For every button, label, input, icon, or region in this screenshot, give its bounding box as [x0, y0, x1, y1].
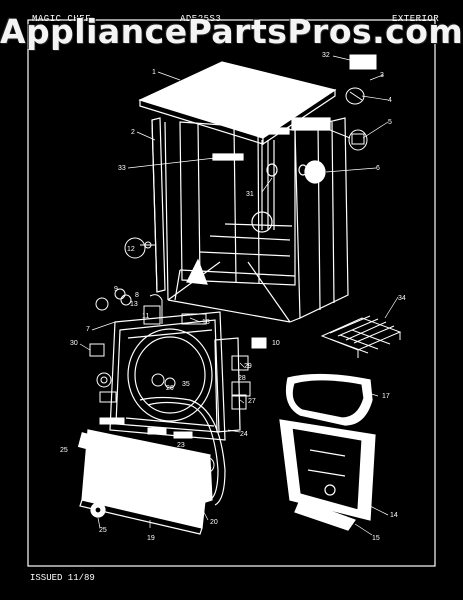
callout-5: 5 — [388, 119, 392, 126]
callout-19: 19 — [147, 535, 155, 542]
part-6-grommet — [266, 160, 326, 184]
loading-door — [77, 429, 213, 535]
callout-22: 22 — [151, 428, 159, 435]
callout-17: 17 — [382, 393, 390, 400]
callout-26: 26 — [166, 385, 174, 392]
callout-21: 21 — [204, 463, 212, 470]
callout-30: 30 — [70, 340, 78, 347]
callout-4: 4 — [388, 97, 392, 104]
callout-28: 28 — [238, 375, 246, 382]
leader-lines — [79, 55, 399, 536]
callout-23: 23 — [177, 442, 185, 449]
callout-1: 1 — [152, 69, 156, 76]
callout-14: 14 — [390, 512, 398, 519]
callout-18: 18 — [202, 319, 210, 326]
front-panel-hardware — [151, 337, 267, 410]
callout-31: 31 — [246, 191, 254, 198]
callout-11: 11 — [142, 313, 149, 320]
callout-27: 27 — [248, 398, 256, 405]
toe-panel — [279, 419, 376, 531]
callout-9: 9 — [114, 286, 118, 293]
drum-rack — [320, 315, 402, 358]
callout-12: 12 — [127, 246, 135, 253]
callout-20: 20 — [210, 519, 218, 526]
callout-8: 8 — [135, 292, 139, 299]
header-brand: MAGIC CHEF — [32, 14, 92, 24]
callout-2: 2 — [131, 129, 135, 136]
cabinet-body — [151, 117, 349, 323]
watermark-text: AppliancePartsPros.com — [0, 12, 463, 51]
callout-6: 6 — [376, 165, 380, 172]
callout-32: 32 — [322, 52, 330, 59]
callout-34: 34 — [398, 295, 406, 302]
callout-3: 3 — [380, 72, 384, 79]
part-12-hardware — [124, 237, 156, 259]
callout-29: 29 — [244, 363, 252, 370]
bulkhead-ring — [139, 396, 226, 506]
callout-25-top: 25 — [60, 447, 68, 454]
callout-24: 24 — [240, 431, 248, 438]
front-panel-assembly — [109, 311, 241, 441]
door-hinge-parts — [99, 417, 215, 474]
header-section: EXTERIOR — [392, 14, 440, 24]
lint-filter — [285, 373, 373, 426]
callout-13: 13 — [130, 301, 138, 308]
small-parts-upper-right — [309, 54, 377, 151]
callout-33: 33 — [118, 165, 126, 172]
callout-7: 7 — [86, 326, 90, 333]
callout-25-bottom: 25 — [99, 527, 107, 534]
header-model: ADE25S3 — [180, 14, 222, 24]
callout-numbers: 1 2 3 4 5 6 7 8 9 10 11 12 13 14 15 17 1… — [60, 52, 406, 542]
callout-10: 10 — [272, 340, 280, 347]
issued-date: ISSUED 11/89 — [30, 573, 95, 583]
callout-35: 35 — [182, 381, 190, 388]
callout-15: 15 — [372, 535, 380, 542]
